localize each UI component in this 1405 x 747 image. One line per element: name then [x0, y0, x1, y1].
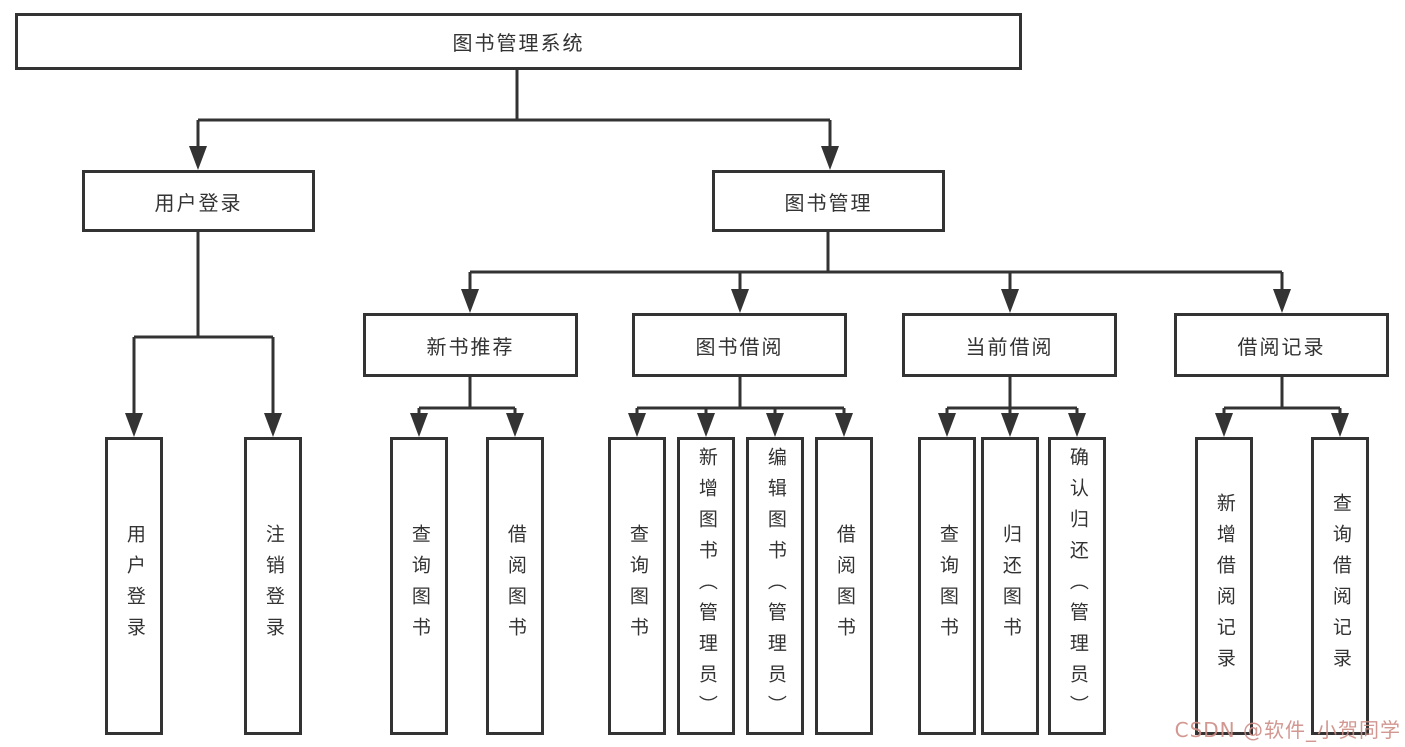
leaf-query-books-borrow: 查询图书: [608, 437, 666, 735]
node-label: 归还图书: [999, 524, 1022, 648]
node-label: 新增借阅记录: [1213, 493, 1236, 679]
node-label: 查询借阅记录: [1329, 493, 1352, 679]
node-label: 注销登录: [262, 524, 285, 648]
arrowheads: [125, 146, 1349, 437]
tree-edges: [132, 70, 1342, 417]
node-current-borrowing: 当前借阅: [902, 313, 1117, 377]
leaf-edit-books-admin: 编辑图书（管理员）: [746, 437, 804, 735]
node-label: 借阅图书: [833, 524, 856, 648]
node-library-management-system: 图书管理系统: [15, 13, 1022, 70]
node-user-login: 用户登录: [82, 170, 315, 232]
node-book-management: 图书管理: [712, 170, 945, 232]
leaf-return-books: 归还图书: [981, 437, 1039, 735]
node-label: 借阅记录: [1237, 334, 1326, 359]
node-label: 新增图书（管理员）: [695, 446, 718, 726]
node-label: 图书管理系统: [452, 31, 585, 55]
leaf-add-books-admin: 新增图书（管理员）: [677, 437, 735, 735]
node-label: 编辑图书（管理员）: [764, 446, 787, 726]
node-label: 借阅图书: [504, 524, 527, 648]
leaf-logout: 注销登录: [244, 437, 302, 735]
node-label: 用户登录: [123, 524, 146, 648]
node-label: 确认归还（管理员）: [1066, 446, 1089, 726]
leaf-query-books-recommend: 查询图书: [390, 437, 448, 735]
leaf-query-books-current: 查询图书: [918, 437, 976, 735]
leaf-confirm-return-admin: 确认归还（管理员）: [1048, 437, 1106, 735]
csdn-watermark: CSDN @软件_小贺同学: [1174, 718, 1401, 742]
leaf-query-borrow-record: 查询借阅记录: [1311, 437, 1369, 735]
node-borrowing-records: 借阅记录: [1174, 313, 1389, 377]
node-label: 图书借阅: [695, 334, 784, 359]
node-label: 新书推荐: [426, 334, 515, 359]
leaf-user-login: 用户登录: [105, 437, 163, 735]
node-label: 查询图书: [626, 524, 649, 648]
node-label: 图书管理: [784, 190, 873, 215]
node-new-book-recommendation: 新书推荐: [363, 313, 578, 377]
leaf-add-borrow-record: 新增借阅记录: [1195, 437, 1253, 735]
node-book-borrowing: 图书借阅: [632, 313, 847, 377]
node-label: 查询图书: [408, 524, 431, 648]
node-label: 当前借阅: [965, 334, 1054, 359]
leaf-borrow-books: 借阅图书: [815, 437, 873, 735]
leaf-borrow-books-recommend: 借阅图书: [486, 437, 544, 735]
node-label: 用户登录: [154, 190, 243, 215]
node-label: 查询图书: [936, 524, 959, 648]
